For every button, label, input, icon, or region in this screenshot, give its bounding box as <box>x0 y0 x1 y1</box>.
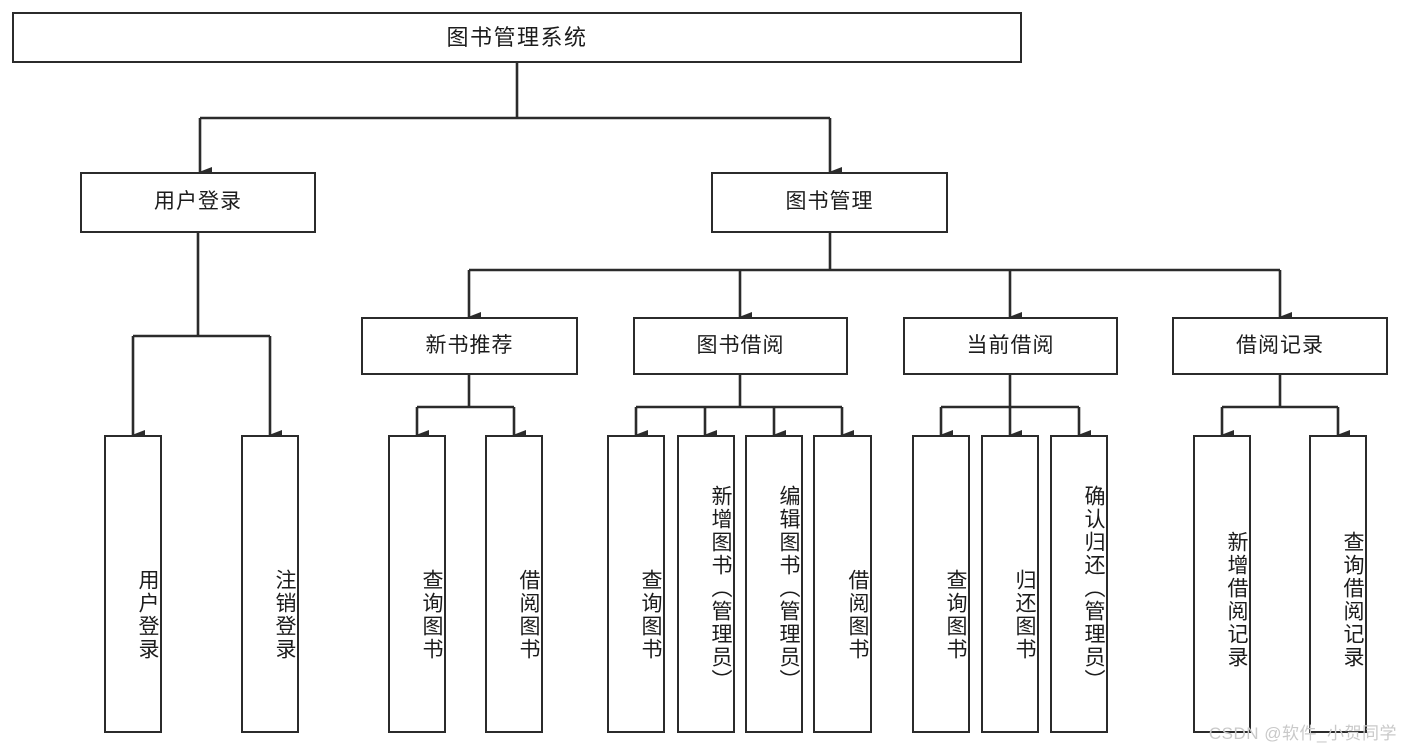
node-borrow-records[interactable]: 借阅记录 <box>1172 317 1388 375</box>
node-new-book-recommend[interactable]: 新书推荐 <box>361 317 578 375</box>
node-root-system[interactable]: 图书管理系统 <box>12 12 1022 63</box>
leaf-query-borrow-record[interactable]: 查询借阅记录 <box>1309 435 1367 733</box>
leaf-return-book[interactable]: 归还图书 <box>981 435 1039 733</box>
leaf-query-book-recommend[interactable]: 查询图书 <box>388 435 446 733</box>
csdn-watermark: CSDN @软件_小贺同学 <box>1208 724 1397 743</box>
leaf-query-book-borrow[interactable]: 查询图书 <box>607 435 665 733</box>
node-user-login[interactable]: 用户登录 <box>80 172 316 233</box>
leaf-logout[interactable]: 注销登录 <box>241 435 299 733</box>
leaf-borrow-book[interactable]: 借阅图书 <box>813 435 872 733</box>
node-current-borrow[interactable]: 当前借阅 <box>903 317 1118 375</box>
leaf-add-borrow-record[interactable]: 新增借阅记录 <box>1193 435 1251 733</box>
leaf-borrow-book-recommend[interactable]: 借阅图书 <box>485 435 543 733</box>
leaf-confirm-return-admin[interactable]: 确认归还（管理员） <box>1050 435 1108 733</box>
node-book-borrow[interactable]: 图书借阅 <box>633 317 848 375</box>
leaf-edit-book-admin[interactable]: 编辑图书（管理员） <box>745 435 803 733</box>
leaf-query-book-current[interactable]: 查询图书 <box>912 435 970 733</box>
leaf-user-login[interactable]: 用户登录 <box>104 435 162 733</box>
leaf-add-book-admin[interactable]: 新增图书（管理员） <box>677 435 735 733</box>
node-book-management[interactable]: 图书管理 <box>711 172 948 233</box>
